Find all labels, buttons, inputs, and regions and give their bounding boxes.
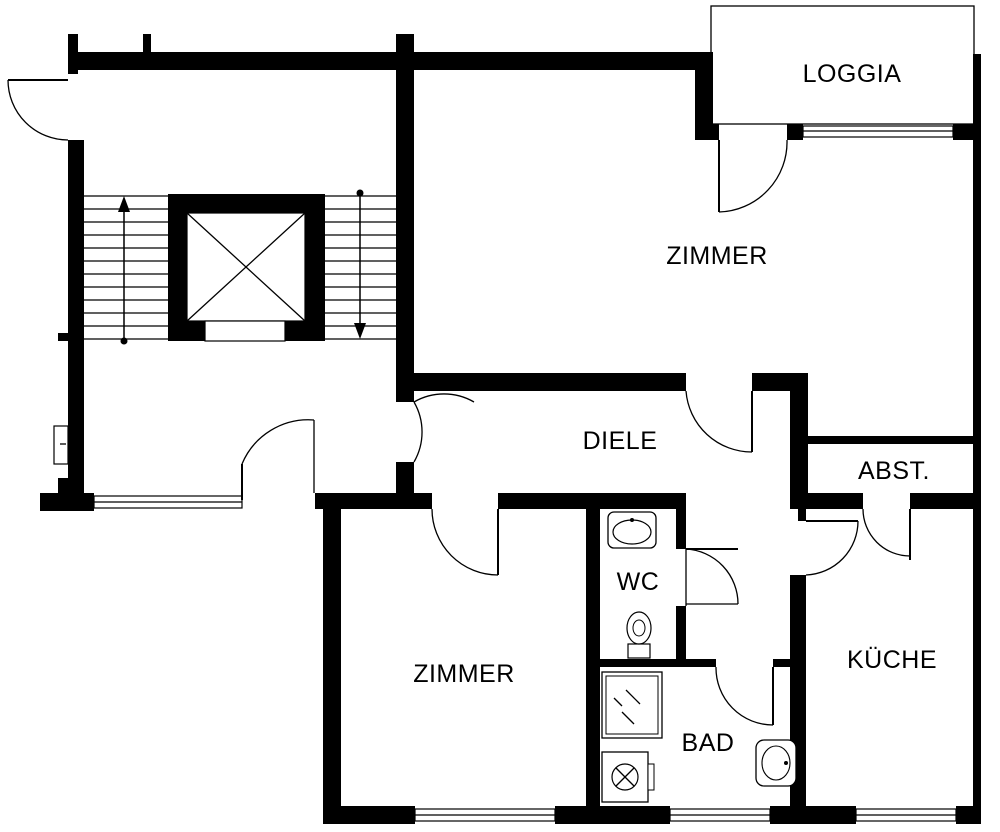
room-label-wc: WC bbox=[617, 568, 660, 596]
wall-outlet-icon bbox=[53, 425, 69, 465]
washbasin-icon bbox=[607, 511, 657, 549]
room-label-abstellraum: ABST. bbox=[858, 457, 930, 485]
stair-down-arrow-icon bbox=[354, 189, 366, 339]
room-label-bad: BAD bbox=[682, 729, 735, 757]
stair-up-arrow-icon bbox=[118, 196, 130, 345]
fixtures bbox=[601, 511, 797, 803]
shower-tray-icon bbox=[601, 671, 663, 739]
bad-washbasin-icon bbox=[755, 739, 797, 787]
interior-walls bbox=[315, 52, 981, 810]
room-label-kueche: KÜCHE bbox=[847, 646, 937, 674]
bathtub-drain-icon bbox=[601, 751, 655, 803]
doors bbox=[7, 79, 911, 726]
room-label-loggia: LOGGIA bbox=[803, 60, 902, 88]
room-label-zimmer-bottom: ZIMMER bbox=[413, 660, 515, 688]
room-label-diele: DIELE bbox=[583, 427, 658, 455]
elevator-shaft-icon bbox=[168, 194, 325, 342]
staircase bbox=[53, 189, 396, 465]
room-label-zimmer-top: ZIMMER bbox=[666, 242, 768, 270]
room-labels: LOGGIA ZIMMER DIELE ABST. WC ZIMMER KÜCH… bbox=[413, 60, 937, 757]
exterior-walls bbox=[40, 5, 981, 824]
toilet-icon bbox=[626, 611, 652, 659]
